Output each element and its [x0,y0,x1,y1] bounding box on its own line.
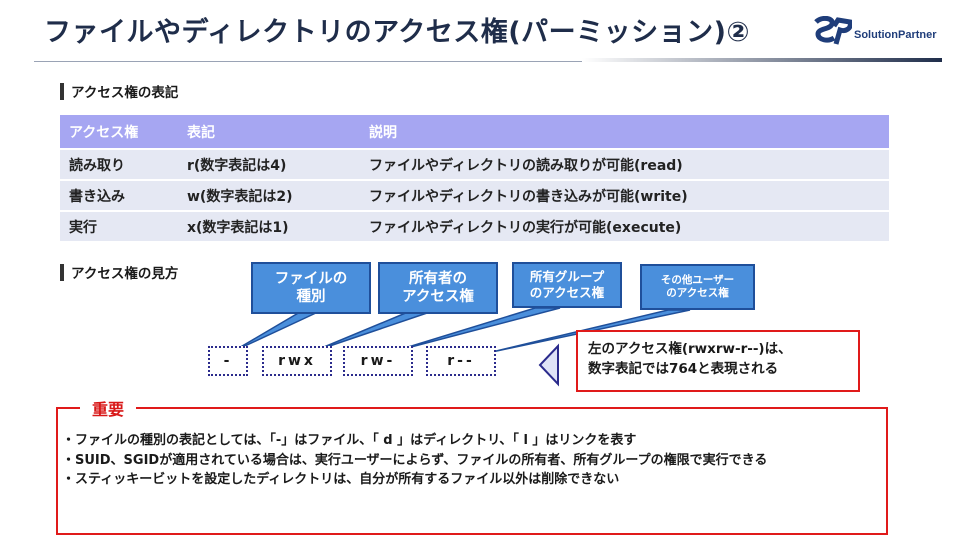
callout-group: 所有グループのアクセス権 [512,262,622,308]
table-cell: 書き込み [60,181,178,210]
explanation-line: 数字表記では764と表現される [588,360,779,377]
table-header-cell: 表記 [178,115,360,148]
perm-box-type: - [208,346,248,376]
logo-mark-icon [814,16,852,45]
important-label: 重要 [80,396,137,420]
table-cell: 実行 [60,212,178,241]
table-cell: 読み取り [60,150,178,179]
slide-title: ファイルやディレクトリのアクセス権(パーミッション)② [44,17,750,48]
important-line: ・SUID、SGIDが適用されている場合は、実行ユーザーによらず、ファイルの所有… [62,452,768,468]
table-header-cell: アクセス権 [60,115,178,148]
important-line: ・スティッキービットを設定したディレクトリは、自分が所有するファイル以外は削除で… [62,472,620,487]
table-row: 実行 x(数字表記は1) ファイルやディレクトリの実行が可能(execute) [60,212,889,241]
section-heading-text: アクセス権の見方 [71,266,179,282]
table-cell: r(数字表記は4) [178,150,360,179]
section-heading-notation: アクセス権の表記 [60,81,178,101]
perm-box-group: rw- [343,346,413,376]
table-cell: ファイルやディレクトリの読み取りが可能(read) [360,150,889,179]
table-cell: w(数字表記は2) [178,181,360,210]
callout-file-type: ファイルの種別 [251,262,371,314]
perm-box-owner: rwx [262,346,332,376]
title-divider [34,58,942,64]
table-header-row: アクセス権 表記 説明 [60,115,889,148]
table-cell: x(数字表記は1) [178,212,360,241]
section-heading-text: アクセス権の表記 [71,85,179,101]
callout-owner: 所有者のアクセス権 [378,262,498,314]
important-line: ・ファイルの種別の表記としては、「-」はファイル、「 d 」はディレクトリ、「 … [62,433,637,448]
permission-table: アクセス権 表記 説明 読み取り r(数字表記は4) ファイルやディレクトリの読… [60,113,889,243]
callout-other-users: その他ユーザーのアクセス権 [640,264,755,310]
table-row: 書き込み w(数字表記は2) ファイルやディレクトリの書き込みが可能(write… [60,181,889,210]
explanation-line: 左のアクセス権(rwxrw-r--)は、 [588,341,792,357]
table-cell: ファイルやディレクトリの実行が可能(execute) [360,212,889,241]
explanation-box: 左のアクセス権(rwxrw-r--)は、 数字表記では764と表現される [576,330,860,392]
table-row: 読み取り r(数字表記は4) ファイルやディレクトリの読み取りが可能(read) [60,150,889,179]
table-header-cell: 説明 [360,115,889,148]
logo-text: SolutionPartner [854,29,937,41]
pointer-group [391,307,561,353]
left-arrow-icon [538,343,559,387]
table-cell: ファイルやディレクトリの書き込みが可能(write) [360,181,889,210]
important-box: ・ファイルの種別の表記としては、「-」はファイル、「 d 」はディレクトリ、「 … [56,407,888,535]
perm-box-other: r-- [426,346,496,376]
section-heading-reading: アクセス権の見方 [60,262,178,282]
